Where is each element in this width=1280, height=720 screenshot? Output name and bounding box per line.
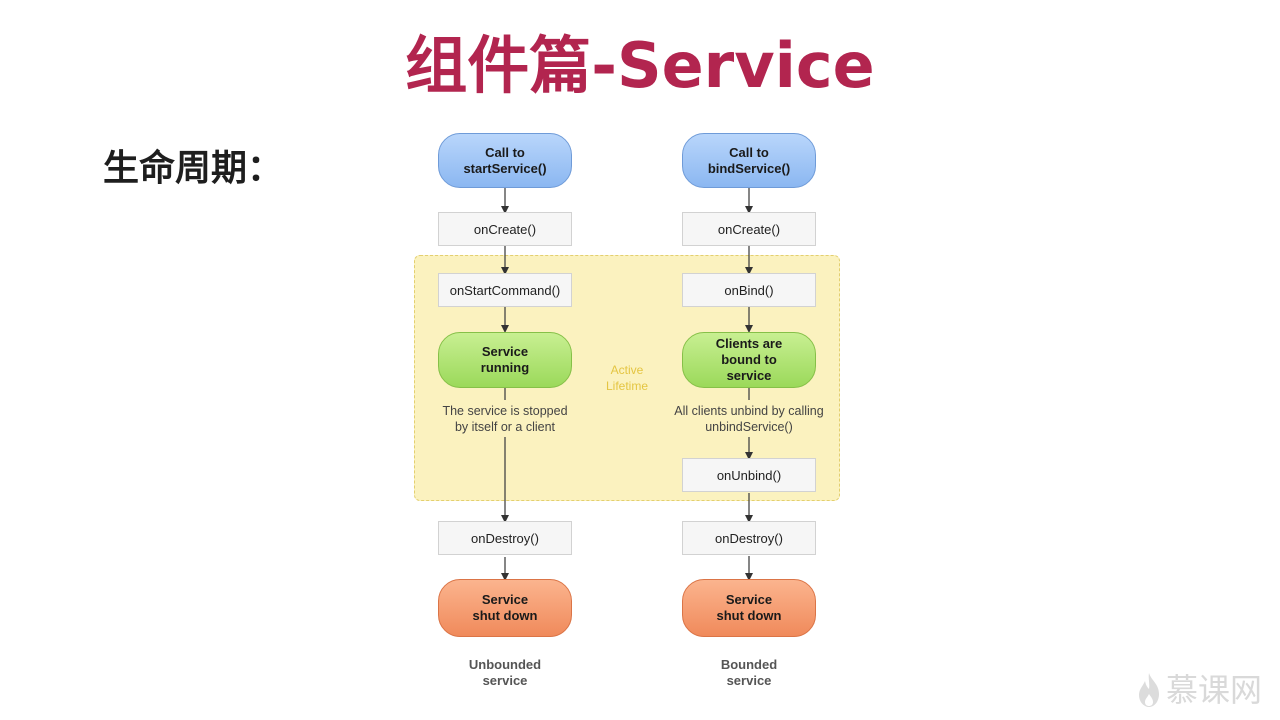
unbounded-service-caption: Unbounded service xyxy=(468,657,542,688)
ondestroy-box-unbounded: onDestroy() xyxy=(438,521,572,555)
onstartcommand-box: onStartCommand() xyxy=(438,273,572,307)
clients-bound-node: Clients are bound to service xyxy=(682,332,816,388)
imooc-logo: 慕课网 xyxy=(1136,670,1262,710)
oncreate-box-unbounded: onCreate() xyxy=(438,212,572,246)
bounded-service-caption: Bounded service xyxy=(720,657,778,688)
call-bind-service-node: Call to bindService() xyxy=(682,133,816,188)
onunbind-box: onUnbind() xyxy=(682,458,816,492)
service-shutdown-node-unbounded: Service shut down xyxy=(438,579,572,637)
oncreate-box-bounded: onCreate() xyxy=(682,212,816,246)
call-start-service-node: Call to startService() xyxy=(438,133,572,188)
ondestroy-box-bounded: onDestroy() xyxy=(682,521,816,555)
clients-unbind-note: All clients unbind by calling unbindServ… xyxy=(659,403,839,435)
service-running-node: Service running xyxy=(438,332,572,388)
flame-icon xyxy=(1139,673,1159,707)
active-lifetime-label: Active Lifetime xyxy=(605,363,649,393)
lifecycle-label: 生命周期： xyxy=(103,148,284,189)
onbind-box: onBind() xyxy=(682,273,816,307)
slide-title: 组件篇-Service xyxy=(405,29,875,102)
logo-text: 慕课网 xyxy=(1166,671,1263,709)
service-shutdown-node-bounded: Service shut down xyxy=(682,579,816,637)
service-stopped-note: The service is stopped by itself or a cl… xyxy=(428,403,582,435)
